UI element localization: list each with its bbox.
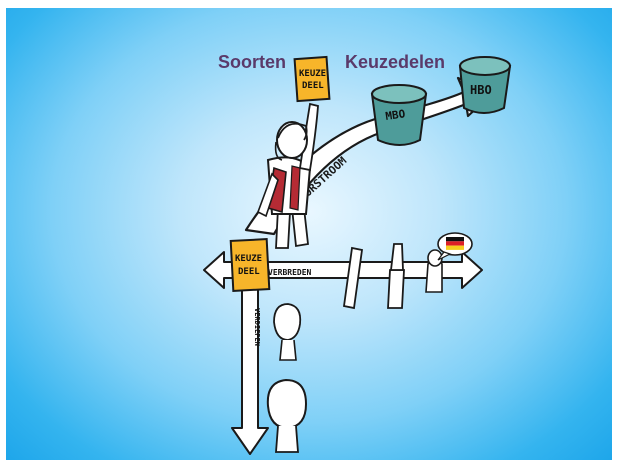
german-flag-icon [437, 232, 473, 261]
hbo-barrel-icon [458, 56, 512, 114]
slide-canvas: Soorten Keuzedelen DOORSTROOM MBO HBO [6, 8, 612, 460]
person-head-icon [273, 303, 302, 361]
verbreden-label: VERBREDEN [268, 268, 312, 277]
nail-file-icon [342, 246, 364, 310]
mbo-label: MBO [385, 107, 407, 123]
book-bottom-line2: DEEL [238, 267, 260, 277]
keuzedeel-book-top-icon [293, 55, 331, 103]
person-head-large-icon [266, 378, 308, 453]
student-person-icon [257, 102, 319, 249]
title-keuzedelen: Keuzedelen [345, 52, 446, 72]
verdiepen-label: VERDIEPEN [253, 308, 261, 346]
whiteboard-drawing: DOORSTROOM MBO HBO VERBREDEN VERDI [203, 55, 512, 455]
book-top-line1: KEUZE [299, 69, 326, 79]
verdiepen-arrow [231, 279, 269, 455]
keuzedeel-book-bottom-icon [229, 238, 271, 292]
book-bottom-line1: KEUZE [235, 254, 262, 264]
book-top-line2: DEEL [302, 81, 324, 91]
hbo-label: HBO [470, 83, 492, 97]
speaker-person-icon [425, 249, 443, 293]
title-soorten: Soorten [218, 52, 287, 72]
lipstick-icon [387, 243, 405, 309]
mbo-barrel-icon [370, 84, 428, 146]
verbreden-arrow [203, 251, 483, 289]
